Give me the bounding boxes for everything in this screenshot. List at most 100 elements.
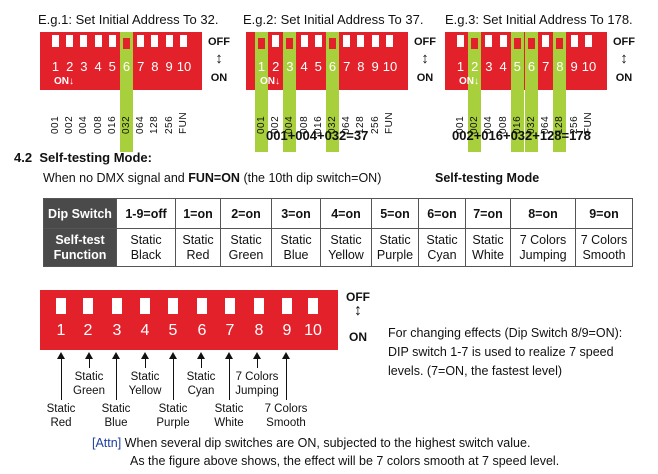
example-2-weight-10: FUN (383, 111, 395, 134)
example-1-switch-number-9: 9 (165, 59, 173, 74)
effect-arrow-stem-2 (89, 358, 90, 368)
example-3-switch-6-on-highlight (525, 32, 538, 152)
example-1-updown-arrow-icon: ↕ (215, 50, 223, 67)
fun-on-text: FUN=ON (188, 171, 240, 185)
dip-switch-header: Dip Switch (43, 198, 117, 229)
effect-arrow-stem-7 (229, 358, 230, 400)
effect-arrow-icon-1 (57, 352, 65, 359)
self-test-slot-8 (254, 298, 264, 314)
effect-arrow-icon-6 (197, 352, 205, 359)
example-3-switch-number-9: 9 (570, 59, 578, 74)
example-3-slot-7 (542, 35, 550, 47)
example-1-weight-7: 064 (135, 115, 147, 134)
table-column-header-10: 9=on (575, 198, 633, 229)
self-test-switch-number-2: 2 (83, 322, 93, 339)
effect-arrow-stem-5 (173, 358, 174, 400)
example-1-on-indicator: ON↓ (54, 76, 74, 87)
example-2-on-label: ON (416, 72, 434, 84)
example-1-on-label: ON (210, 72, 228, 84)
self-test-slot-10 (308, 298, 318, 314)
example-1-slot-1 (52, 35, 59, 47)
example-3-title: E.g.3: Set Initial Address To 178. (445, 12, 633, 27)
example-2-off-label: OFF (414, 36, 436, 48)
example-3-slot-1 (457, 35, 464, 47)
example-1-switch-number-5: 5 (108, 59, 116, 74)
example-2-slot-10 (385, 35, 393, 47)
example-1-weight-2: 002 (64, 115, 76, 134)
effect-arrow-stem-8 (257, 358, 258, 368)
effect-arrow-stem-6 (201, 358, 202, 368)
example-3-switch-8-on-highlight (553, 32, 567, 152)
example-3-updown-arrow-icon: ↕ (620, 50, 628, 67)
example-1-off-label: OFF (208, 36, 230, 48)
example-2-switch-number-4: 4 (300, 59, 308, 74)
example-2-switch-number-7: 7 (343, 59, 351, 74)
effect-arrow-icon-3 (112, 352, 120, 359)
example-2-switch-number-1: 1 (257, 59, 266, 74)
example-2-switch-number-10: 10 (382, 59, 398, 74)
example-1-weight-9: 256 (163, 115, 175, 134)
effect-arrow-stem-4 (145, 358, 146, 368)
example-1-slot-9 (165, 35, 173, 47)
section-number: 4.2 (14, 150, 33, 165)
example-1-slot-10 (179, 35, 187, 47)
attn-line-1: [Attn] When several dip switches are ON,… (92, 436, 531, 450)
example-2-updown-arrow-icon: ↕ (421, 50, 429, 67)
example-2-slot-2 (272, 35, 280, 47)
mode-label: Self-testing Mode (435, 171, 540, 185)
table-column-header-3: 2=on (220, 198, 272, 229)
example-2-on-indicator: ON↓ (260, 76, 280, 87)
example-2-slot-3 (286, 38, 294, 49)
example-3-switch-number-8: 8 (556, 59, 564, 74)
example-1-slot-7 (137, 35, 145, 47)
section-title: Self-testing Mode: (39, 150, 152, 165)
attn-tag: [Attn] (92, 436, 122, 450)
effect-arrow-stem-9 (286, 358, 287, 400)
self-test-switch-number-10: 10 (304, 322, 322, 339)
example-2-switch-6-on-highlight (326, 32, 339, 152)
self-test-slot-3 (112, 298, 122, 314)
effects-note-line-1: For changing effects (Dip Switch 8/9=ON)… (388, 326, 623, 340)
example-1-switch-number-1: 1 (51, 59, 60, 74)
example-2-slot-4 (300, 35, 308, 47)
big-off-label: OFF (346, 290, 370, 304)
example-1-switch-number-6: 6 (122, 59, 131, 74)
example-2-switch-number-5: 5 (314, 59, 322, 74)
effect-arrow-stem-1 (61, 358, 62, 400)
effect-arrow-icon-5 (169, 352, 177, 359)
example-3-slot-4 (499, 35, 507, 47)
example-1-slot-4 (94, 35, 102, 47)
effect-arrow-stem-3 (116, 358, 117, 400)
example-3-slot-8 (556, 38, 564, 49)
self-test-switch-number-5: 5 (168, 322, 178, 339)
example-3-on-indicator: ON↓ (459, 76, 479, 87)
example-3-slot-6 (528, 38, 535, 49)
example-3-switch-number-5: 5 (513, 59, 521, 74)
example-3-switch-number-7: 7 (542, 59, 550, 74)
example-1-slot-5 (108, 35, 116, 47)
table-column-header-2: 1=on (175, 198, 221, 229)
example-2-switch-number-6: 6 (328, 59, 337, 74)
example-1-weight-10: FUN (177, 111, 189, 134)
example-2-sum: 001+004+032=37 (266, 128, 369, 143)
example-1-slot-3 (80, 35, 88, 47)
example-3-on-label: ON (615, 72, 633, 84)
example-2-slot-9 (371, 35, 379, 47)
example-3-switch-number-10: 10 (581, 59, 597, 74)
big-on-label: ON (349, 330, 367, 344)
example-2-switch-number-2: 2 (272, 59, 280, 74)
self-test-switch-number-4: 4 (140, 322, 150, 339)
example-1-weight-5: 016 (106, 115, 118, 134)
